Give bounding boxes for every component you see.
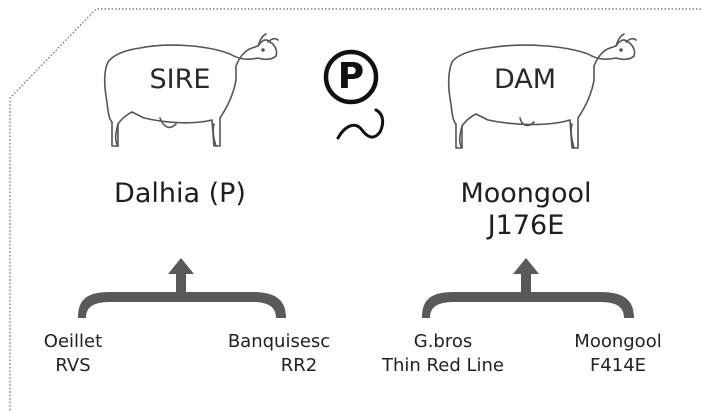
dam-name-line1: Moongool [460, 178, 592, 209]
sire-label: SIRE [149, 64, 211, 95]
dam-grandsire-line2: Thin Red Line [382, 355, 504, 376]
sire-bracket [78, 292, 286, 318]
polled-circle [323, 49, 379, 105]
sire-grandsire-line2: RVS [55, 355, 91, 376]
dam-label: DAM [493, 64, 557, 95]
dotted-frame [9, 8, 701, 412]
sire-granddam-line2: RR2 [280, 355, 318, 376]
sire-bracket-arrow [78, 258, 286, 318]
dam-granddam: Moongool F414E [574, 330, 661, 378]
sire-grandsire: Oeillet RVS [44, 330, 102, 378]
polled-emblem [323, 49, 385, 140]
sire-grandsire-line1: Oeillet [43, 331, 103, 352]
polled-tail [336, 108, 385, 140]
dam-arrow-head [513, 258, 539, 274]
sire-granddam: Banquisesc RR2 [228, 330, 330, 378]
dam-cow-outline [447, 33, 637, 149]
dam-granddam-line1: Moongool [574, 331, 662, 352]
dam-bracket-arrow [422, 258, 634, 318]
polled-letter: P [337, 56, 365, 97]
sire-name: Dalhia (P) [114, 178, 246, 209]
dam-grandsire: G.bros Thin Red Line [382, 330, 504, 378]
dam-name: Moongool J176E [460, 178, 591, 242]
sire-arrow-head [168, 258, 194, 274]
dam-grandsire-line1: G.bros [413, 331, 473, 352]
sire-granddam-line1: Banquisesc [227, 331, 331, 352]
sire-cow-outline [103, 33, 279, 147]
dam-granddam-line2: F414E [589, 355, 647, 376]
dam-name-line2: J176E [487, 210, 565, 241]
dam-bracket [422, 292, 634, 318]
